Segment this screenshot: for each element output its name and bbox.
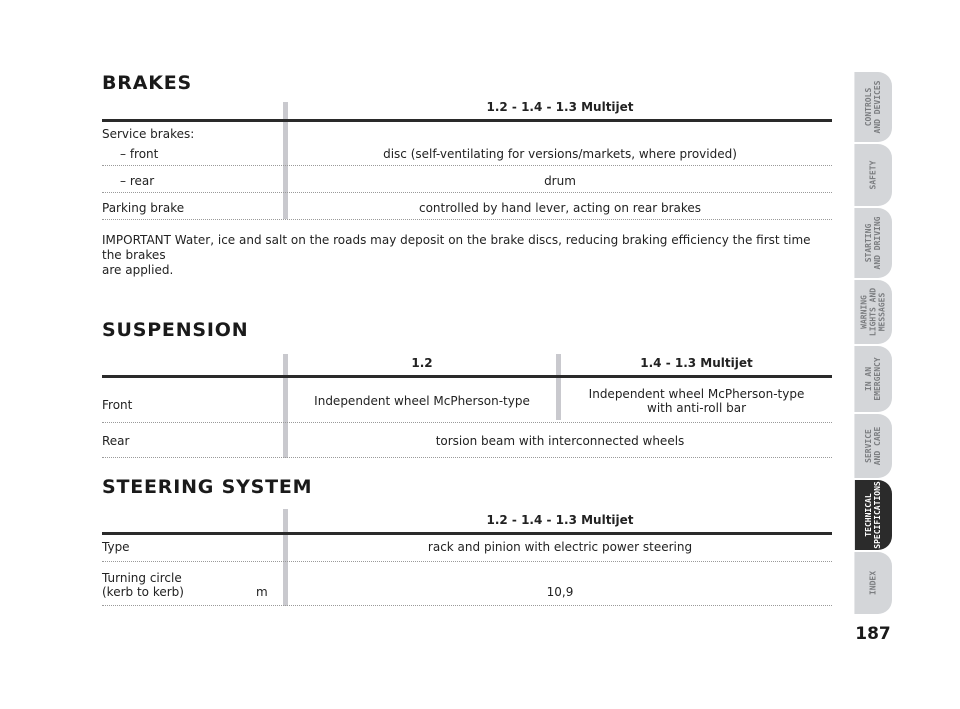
tab-index[interactable]: INDEX — [854, 552, 892, 614]
suspension-column-divider — [283, 354, 288, 458]
steering-column-divider — [283, 509, 288, 606]
suspension-col1-header: 1.2 — [411, 356, 433, 370]
steering-type-label: Type — [102, 540, 130, 554]
tab-label: INDEX — [868, 570, 878, 596]
row-separator — [102, 219, 832, 220]
suspension-heading: SUSPENSION — [102, 319, 249, 341]
row-separator — [102, 422, 832, 423]
steering-header-rule — [102, 532, 832, 535]
row-separator — [102, 192, 832, 193]
brakes-row-label: Service brakes: — [102, 127, 195, 141]
tab-label: IN AN EMERGENCY — [864, 357, 882, 401]
suspension-rear-value: torsion beam with interconnected wheels — [435, 434, 685, 448]
note-line: are applied. — [102, 263, 174, 277]
brakes-row-value: controlled by hand lever, acting on rear… — [418, 201, 702, 215]
turning-circle-label-line2: (kerb to kerb) — [102, 585, 184, 599]
brakes-row-label: – rear — [120, 174, 155, 188]
tab-label: STARTING AND DRIVING — [864, 216, 882, 270]
tab-service-and-care[interactable]: SERVICE AND CARE — [854, 414, 892, 478]
tab-label: SAFETY — [868, 160, 878, 190]
suspension-front-col1: Independent wheel McPherson-type — [314, 394, 530, 408]
suspension-front-col2-line1: Independent wheel McPherson-type — [588, 387, 805, 401]
turning-circle-unit: m — [256, 585, 268, 599]
page-number: 187 — [855, 624, 891, 644]
steering-type-value: rack and pinion with electric power stee… — [427, 540, 693, 554]
tab-label: CONTROLS AND DEVICES — [864, 80, 882, 134]
steering-column-header: 1.2 - 1.4 - 1.3 Multijet — [486, 513, 634, 527]
brakes-important-note: IMPORTANT Water, ice and salt on the roa… — [102, 233, 832, 278]
row-separator — [102, 605, 832, 606]
brakes-row-value: drum — [544, 174, 576, 188]
steering-heading: STEERING SYSTEM — [102, 476, 313, 498]
brakes-row-label: Parking brake — [102, 201, 185, 215]
suspension-front-col2-line2: with anti-roll bar — [647, 401, 746, 415]
row-separator — [102, 165, 832, 166]
suspension-column-divider — [556, 354, 561, 420]
brakes-column-divider — [283, 102, 288, 219]
tab-technical-specifications[interactable]: TECHNICAL SPECIFICATIONS — [854, 480, 892, 550]
suspension-header-rule — [102, 375, 832, 378]
brakes-row-value: disc (self-ventilating for versions/mark… — [383, 147, 737, 161]
brakes-header-rule — [102, 119, 832, 122]
tab-label: SERVICE AND CARE — [864, 426, 882, 466]
suspension-rear-label: Rear — [102, 434, 130, 448]
tab-controls-and-devices[interactable]: CONTROLS AND DEVICES — [854, 72, 892, 142]
tab-starting-and-driving[interactable]: STARTING AND DRIVING — [854, 208, 892, 278]
turning-circle-value: 10,9 — [546, 585, 574, 599]
row-separator — [102, 561, 832, 562]
tab-in-an-emergency[interactable]: IN AN EMERGENCY — [854, 346, 892, 412]
tab-safety[interactable]: SAFETY — [854, 144, 892, 206]
tab-label: WARNING LIGHTS AND MESSAGES — [859, 287, 887, 337]
brakes-column-header: 1.2 - 1.4 - 1.3 Multijet — [486, 100, 634, 114]
row-separator — [102, 457, 832, 458]
suspension-front-label: Front — [102, 398, 133, 412]
suspension-col2-header: 1.4 - 1.3 Multijet — [640, 356, 753, 370]
tab-label: TECHNICAL SPECIFICATIONS — [864, 481, 882, 549]
brakes-heading: BRAKES — [102, 72, 193, 94]
turning-circle-label-line1: Turning circle — [102, 571, 182, 585]
note-line: IMPORTANT Water, ice and salt on the roa… — [102, 233, 811, 262]
tab-warning-lights-and-messages[interactable]: WARNING LIGHTS AND MESSAGES — [854, 280, 892, 344]
brakes-row-label: – front — [120, 147, 159, 161]
